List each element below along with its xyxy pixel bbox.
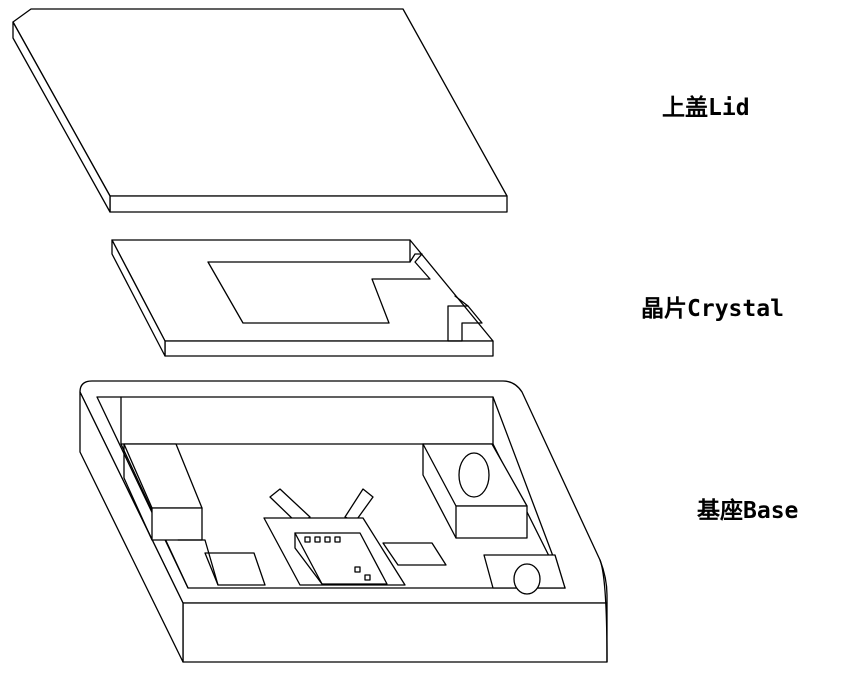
- base-right-pad-side: [422, 443, 457, 539]
- base-inner-back-wall: [120, 396, 494, 445]
- base-part: [79, 380, 608, 663]
- crystal-electrode-pattern: [207, 253, 431, 324]
- base-small-pad-right: [382, 542, 447, 566]
- lid-part: [12, 8, 508, 213]
- lid-left-face: [12, 21, 111, 213]
- base-chip-side: [294, 532, 323, 585]
- crystal-right-edge-mark: [454, 295, 469, 307]
- lid-front-face: [109, 195, 508, 213]
- base-small-pad-left: [204, 552, 266, 586]
- base-front-corner-curve: [599, 559, 608, 663]
- base-lower-pad-hole: [513, 563, 541, 595]
- crystal-left-face: [111, 239, 166, 357]
- base-right-pad-hole: [458, 452, 490, 498]
- base-chip-mount: [294, 532, 388, 585]
- base-left-block-front: [151, 507, 203, 541]
- crystal-front-face: [164, 340, 494, 357]
- crystal-top-face: [111, 239, 494, 342]
- base-front-wall: [182, 602, 608, 663]
- base-spring-clip-left: [269, 488, 311, 525]
- crystal-label: 晶片Crystal: [641, 296, 784, 322]
- base-right-pad-front: [455, 505, 528, 539]
- lid-label: 上盖Lid: [662, 95, 750, 121]
- base-floor-step: [177, 539, 219, 586]
- crystal-part: [111, 239, 494, 357]
- base-chip-contacts: [304, 536, 371, 581]
- base-label: 基座Base: [697, 498, 799, 524]
- base-left-block-side: [123, 443, 153, 541]
